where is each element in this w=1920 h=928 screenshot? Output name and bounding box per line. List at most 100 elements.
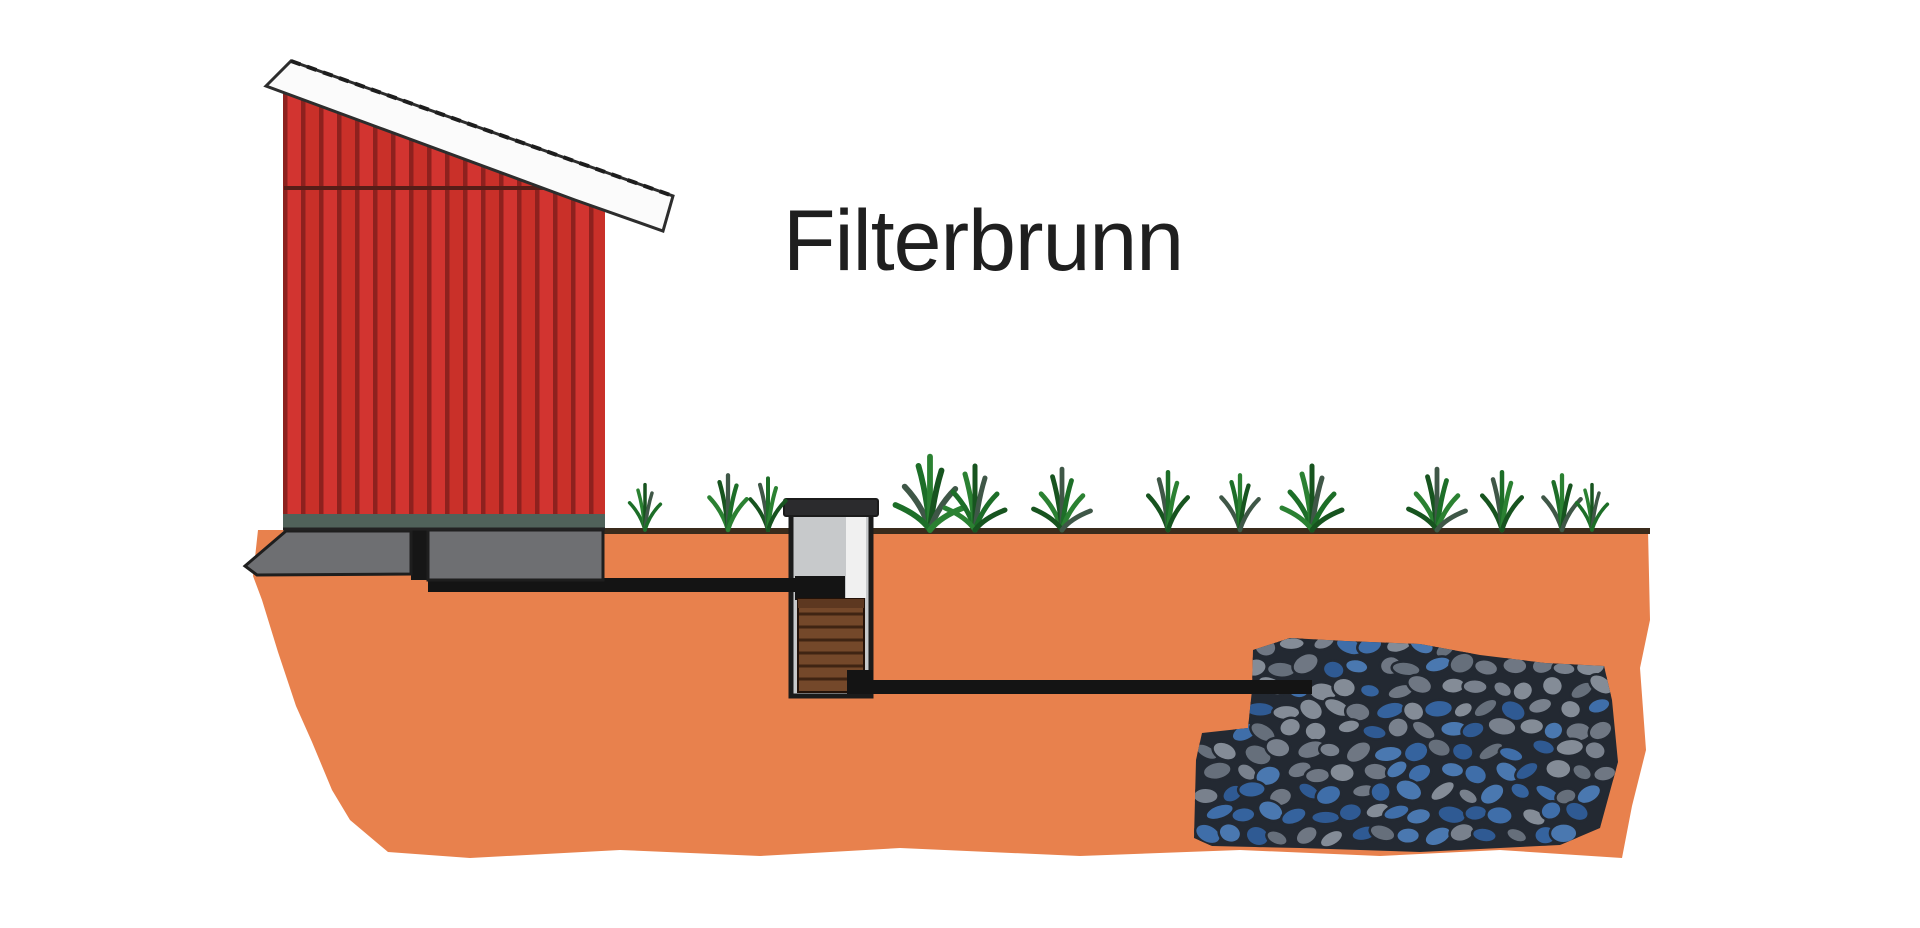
stone bbox=[1279, 806, 1308, 827]
stone bbox=[1526, 696, 1554, 716]
stone bbox=[1518, 716, 1546, 736]
stone bbox=[1422, 698, 1455, 720]
grass-blade bbox=[1590, 502, 1610, 532]
wall-plank bbox=[449, 93, 463, 515]
stone bbox=[1486, 715, 1518, 737]
stone bbox=[1478, 782, 1506, 807]
grass-blade bbox=[725, 496, 749, 533]
stone bbox=[1548, 822, 1579, 845]
wall-plank bbox=[413, 93, 427, 515]
stone bbox=[1264, 736, 1292, 759]
stone bbox=[1217, 821, 1243, 845]
stone bbox=[1497, 745, 1525, 763]
stone bbox=[1328, 761, 1357, 784]
stone bbox=[1401, 700, 1426, 723]
stone bbox=[1406, 673, 1434, 696]
wall-plank bbox=[377, 93, 391, 515]
cabin-roof bbox=[263, 59, 675, 233]
stone bbox=[1294, 824, 1319, 847]
wall-plank bbox=[521, 93, 535, 515]
stone bbox=[1384, 759, 1409, 780]
outlet-pipe bbox=[847, 670, 1312, 694]
grass-tuft bbox=[942, 463, 1008, 533]
wall-plank bbox=[341, 93, 355, 515]
stone bbox=[1514, 760, 1540, 782]
grass-tuft bbox=[1479, 469, 1525, 533]
stone bbox=[1390, 660, 1422, 678]
stone bbox=[1318, 828, 1345, 849]
stone bbox=[1542, 720, 1565, 741]
stone bbox=[1485, 804, 1514, 826]
stone bbox=[1472, 697, 1499, 719]
stone bbox=[1254, 764, 1283, 788]
stone bbox=[1303, 720, 1328, 743]
stone bbox=[1395, 826, 1422, 846]
stone bbox=[1369, 780, 1392, 804]
stone bbox=[1462, 763, 1489, 786]
stone bbox=[1291, 651, 1320, 676]
wall-plank bbox=[593, 93, 605, 515]
stone bbox=[1386, 716, 1410, 739]
stone bbox=[1544, 757, 1573, 780]
stone bbox=[1426, 737, 1453, 759]
stone bbox=[1429, 779, 1457, 803]
stone bbox=[1460, 720, 1486, 740]
stone bbox=[1297, 697, 1325, 722]
grass-tuft bbox=[1219, 473, 1261, 533]
stone bbox=[1204, 802, 1236, 822]
wall-plank bbox=[557, 93, 571, 515]
stone bbox=[1265, 828, 1289, 848]
wall-plank bbox=[467, 93, 481, 515]
stone bbox=[1372, 744, 1404, 764]
stone bbox=[1457, 787, 1480, 806]
stone bbox=[1303, 766, 1332, 785]
stone bbox=[1470, 826, 1498, 844]
stone bbox=[1344, 739, 1373, 765]
stone bbox=[1309, 809, 1342, 826]
grass-blade bbox=[1279, 505, 1315, 533]
grass-tuft bbox=[1031, 466, 1093, 533]
stone bbox=[1331, 676, 1358, 699]
stone bbox=[1230, 805, 1257, 824]
grass-blade bbox=[643, 502, 663, 532]
wall-plank bbox=[503, 93, 517, 515]
stone bbox=[1318, 741, 1342, 759]
diagram-title: Filterbrunn bbox=[783, 193, 1184, 289]
grass-blade bbox=[1059, 508, 1093, 533]
grass-tuft bbox=[1406, 466, 1468, 533]
stone bbox=[1540, 674, 1565, 698]
wall-plank bbox=[539, 93, 553, 515]
stone bbox=[1358, 682, 1382, 699]
stone bbox=[1194, 786, 1220, 806]
stone bbox=[1452, 700, 1475, 720]
stone bbox=[1404, 806, 1433, 826]
stone bbox=[1394, 778, 1424, 802]
stone bbox=[1382, 803, 1411, 822]
stone bbox=[1586, 696, 1612, 716]
stone bbox=[1509, 781, 1532, 801]
stone bbox=[1511, 680, 1535, 702]
grass-tuft bbox=[707, 473, 749, 533]
wall-plank bbox=[395, 93, 409, 515]
stone bbox=[1337, 801, 1364, 823]
stone bbox=[1472, 657, 1500, 678]
stone bbox=[1539, 799, 1563, 822]
grass-blade bbox=[1559, 496, 1583, 533]
grass-blade bbox=[1309, 507, 1345, 533]
grass-tuft bbox=[1574, 482, 1610, 532]
stone bbox=[1583, 739, 1607, 761]
stone bbox=[1211, 740, 1239, 762]
grass-blade bbox=[1434, 508, 1468, 533]
stone bbox=[1448, 651, 1476, 675]
grass-blade bbox=[1406, 506, 1440, 533]
stone bbox=[1321, 659, 1346, 680]
stone bbox=[1343, 657, 1370, 675]
foundation-gap bbox=[411, 530, 428, 580]
grass-tuft bbox=[627, 482, 663, 532]
wall-plank bbox=[323, 93, 337, 515]
wall-plank bbox=[287, 93, 301, 515]
grass-tuft bbox=[1541, 473, 1583, 533]
well-highlight bbox=[846, 517, 866, 598]
